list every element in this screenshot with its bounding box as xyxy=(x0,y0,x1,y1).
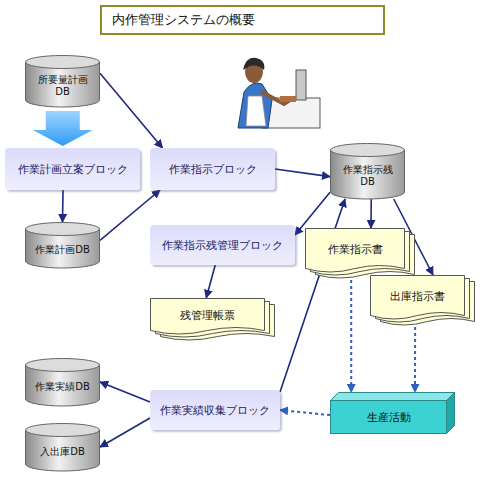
database-cylinder: 作業指示残 DB xyxy=(330,143,405,199)
database-cylinder: 所要量計画 DB xyxy=(25,55,100,107)
process-block: 作業指示残管理ブロック xyxy=(150,225,295,265)
worker-illustration xyxy=(238,58,320,128)
title-text: 内作管理システムの概要 xyxy=(112,12,255,27)
document-page xyxy=(151,299,265,335)
activity-label: 生産活動 xyxy=(330,400,447,434)
document-page xyxy=(371,276,465,320)
block-arrow xyxy=(33,111,93,146)
document-label: 出庫指示書 xyxy=(372,277,463,315)
database-cylinder: 入出庫DB xyxy=(25,423,100,471)
process-block: 作業計画立案ブロック xyxy=(5,148,140,190)
database-label: 作業実績DB xyxy=(31,372,94,402)
database-label: 作業指示残 DB xyxy=(336,157,399,195)
flow-arrow xyxy=(275,169,330,177)
cylinder-top xyxy=(26,223,100,236)
cylinder-top xyxy=(26,359,100,372)
process-block: 作業指示ブロック xyxy=(150,148,275,190)
database-cylinder: 作業計画DB xyxy=(25,222,100,268)
document-stack-node: 作業指示書 xyxy=(305,228,415,280)
dotted-arrow xyxy=(280,410,330,415)
process-block: 作業実績収集ブロック xyxy=(150,390,280,430)
box-top-face xyxy=(331,393,455,401)
box-front-face xyxy=(331,401,447,434)
machine xyxy=(296,70,306,100)
worker-arm xyxy=(262,92,290,104)
flow-arrow xyxy=(100,418,150,447)
block-label: 作業計画立案ブロック xyxy=(7,148,138,190)
worker-face xyxy=(245,61,263,83)
cylinder-top xyxy=(331,144,405,157)
dotted-arrow xyxy=(350,280,352,392)
cylinder-top xyxy=(26,424,100,437)
dotted-arrow xyxy=(414,327,416,392)
database-label: 作業計画DB xyxy=(31,236,94,264)
work-piece xyxy=(280,96,296,102)
document-page xyxy=(306,229,405,273)
flow-arrow xyxy=(62,190,64,222)
title-box: 内作管理システムの概要 xyxy=(100,5,385,35)
workbench xyxy=(262,98,320,128)
apron xyxy=(246,96,266,126)
flow-arrow xyxy=(100,382,150,402)
activity-box: 生産活動 xyxy=(330,392,455,434)
database-label: 所要量計画 DB xyxy=(31,69,94,103)
cylinder-body xyxy=(331,150,405,199)
worker-hair xyxy=(243,58,264,70)
box-side-face xyxy=(447,393,455,434)
document-stack-node: 出庫指示書 xyxy=(370,275,475,327)
database-cylinder: 作業実績DB xyxy=(25,358,100,406)
flow-arrow xyxy=(100,73,163,148)
block-label: 作業実績収集ブロック xyxy=(152,390,278,430)
flow-arrow xyxy=(206,265,215,298)
document-label: 残管理帳票 xyxy=(152,300,263,330)
block-label: 作業指示残管理ブロック xyxy=(152,225,293,265)
cylinder-top xyxy=(26,56,100,69)
block-label: 作業指示ブロック xyxy=(152,148,273,190)
flow-arrow xyxy=(370,199,372,228)
document-label: 作業指示書 xyxy=(307,230,403,268)
document-stack-node: 残管理帳票 xyxy=(150,298,275,342)
database-label: 入出庫DB xyxy=(31,437,94,467)
worker-body xyxy=(238,83,272,128)
